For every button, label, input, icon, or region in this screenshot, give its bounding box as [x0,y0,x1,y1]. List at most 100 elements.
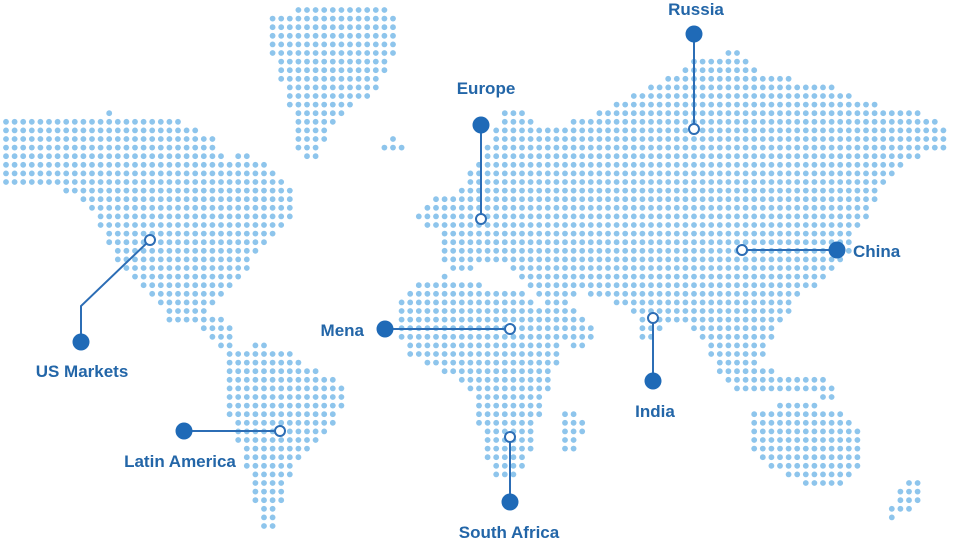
land-dot [175,273,181,280]
land-dot [106,179,113,185]
region-south-africa[interactable]: South Africa [459,431,560,540]
latin-america-marker[interactable] [175,422,193,440]
land-dot [708,136,715,142]
land-dot [673,127,680,134]
land-dot [200,136,207,142]
land-dot [785,118,792,125]
land-dot [811,411,818,418]
region-latin-america[interactable]: Latin America [124,422,286,472]
region-us-markets[interactable]: US Markets [36,234,156,381]
land-dot [493,153,500,160]
land-dot [828,454,835,461]
land-dot [691,179,697,185]
region-china[interactable]: China [736,241,901,262]
south-africa-marker[interactable] [501,493,519,511]
land-dot [3,161,9,168]
us-markets-marker[interactable] [72,333,90,351]
land-dot [622,179,629,185]
land-dot [510,368,517,375]
land-dot [450,239,457,246]
land-dot [433,204,439,211]
land-dot [37,118,44,125]
land-dot [562,153,568,160]
land-dot [751,230,758,237]
land-dot [424,342,431,349]
india-marker[interactable] [644,372,662,390]
land-dot [501,153,508,160]
land-dot [321,84,328,91]
land-dot [639,110,646,117]
land-dot [441,230,448,237]
region-europe[interactable]: Europe [457,79,516,225]
land-dot [751,445,758,452]
russia-marker[interactable] [685,25,703,43]
land-dot [458,376,465,383]
land-dot [304,50,310,56]
land-dot [544,376,551,383]
land-dot [579,118,586,125]
land-dot [596,118,603,125]
land-dot [261,523,267,529]
land-dot [656,93,663,99]
land-dot [708,75,715,82]
land-dot [785,110,792,117]
land-dot [837,419,844,426]
land-dot [708,153,715,160]
land-dot [286,196,293,203]
land-dot [123,196,130,203]
land-dot [897,497,904,504]
region-mena[interactable]: Mena [321,320,516,341]
mena-marker[interactable] [376,320,394,338]
land-dot [536,153,543,160]
region-india[interactable]: India [635,312,675,421]
land-dot [699,316,706,323]
land-dot [484,454,491,461]
land-dot [355,84,362,91]
land-dot [501,222,508,228]
land-dot [312,376,319,383]
land-dot [123,247,130,254]
europe-marker[interactable] [472,116,490,134]
land-dot [166,316,173,323]
land-dot [777,161,783,168]
region-russia[interactable]: Russia [668,0,724,135]
land-dot [192,299,199,306]
land-dot [166,239,173,246]
land-dot [149,136,156,142]
land-dot [140,265,147,271]
land-dot [295,32,302,39]
land-dot [501,376,508,383]
land-dot [794,265,801,271]
land-dot [587,118,594,125]
land-dot [433,351,439,357]
land-dot [347,75,353,82]
land-dot [596,282,603,289]
land-dot [200,187,207,194]
land-dot [183,290,190,297]
china-marker[interactable] [828,241,846,259]
land-dot [527,187,534,194]
land-dot [278,204,285,211]
land-dot [235,222,242,228]
land-dot [269,462,276,469]
land-dot [811,196,818,203]
land-dot [3,153,9,160]
land-dot [768,204,775,211]
land-dot [192,204,199,211]
land-dot [828,265,835,271]
us-markets-leader-line [80,239,151,342]
land-dot [544,368,551,375]
land-dot [759,290,766,297]
land-dot [157,170,164,177]
land-dot [725,179,732,185]
land-dot [725,230,732,237]
land-dot [510,299,517,306]
latin-america-label: Latin America [124,452,236,471]
land-dot [261,179,267,185]
land-dot [261,196,267,203]
land-dot [837,196,844,203]
land-dot [261,368,267,375]
land-dot [218,161,224,168]
land-dot [768,127,775,134]
